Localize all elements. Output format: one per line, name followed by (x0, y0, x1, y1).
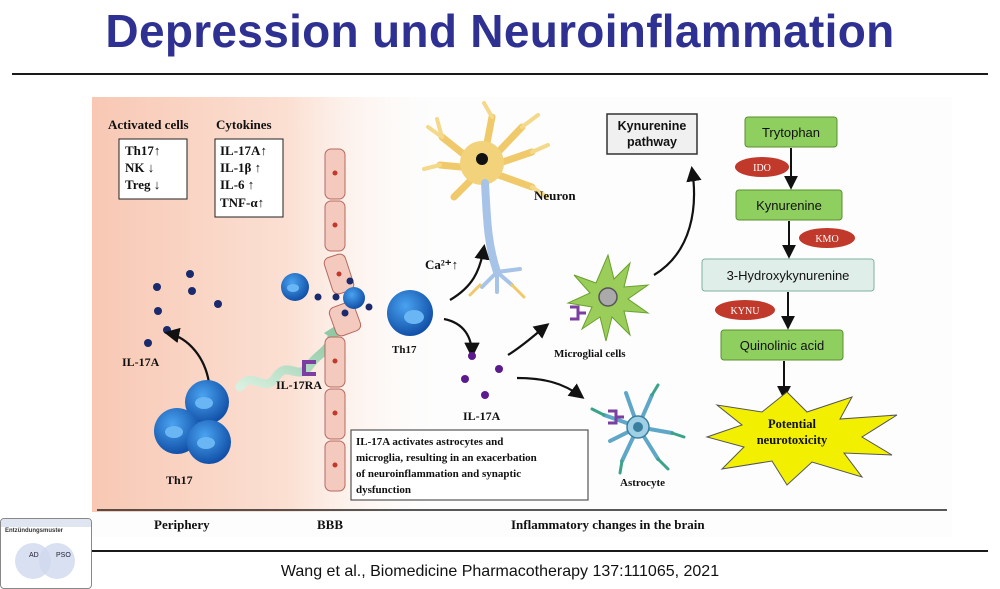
th17-mid-label: Th17 (392, 344, 417, 356)
thumbnail-right-label: PSO (56, 552, 71, 559)
cytokine-row: TNF-α↑ (220, 195, 264, 210)
pathway-step-3hk (701, 258, 875, 292)
thumbnail-left-label: AD (29, 552, 39, 559)
pathway-step-quinolinic (720, 329, 844, 361)
il17ra-label: IL-17RA (276, 378, 322, 392)
pathway-step-tryptophan (744, 116, 838, 148)
pathway-step-label: Kynurenine (756, 198, 822, 213)
astrocyte (590, 383, 686, 475)
astrocyte-label: Astrocyte (620, 477, 665, 489)
thumbnail-title: Entzündungsmuster (5, 528, 63, 534)
note-line: microglia, resulting in an exacerbation (356, 452, 537, 464)
microglia-label: Microglial cells (554, 348, 626, 360)
enzyme-ido (735, 157, 789, 177)
il17ra-receptor (302, 360, 316, 376)
slide-thumbnail[interactable]: Entzündungsmuster AD PSO (0, 518, 92, 589)
pathway-step-label: Quinolinic acid (740, 338, 825, 353)
note-line: of neuroinflammation and synaptic (356, 468, 521, 480)
migration-wave (235, 332, 337, 392)
microglial-cell (566, 253, 650, 342)
enzyme-kynu (715, 300, 775, 320)
thumbnail-venn: AD PSO (15, 543, 75, 579)
enzyme-label: IDO (753, 163, 771, 174)
neurotoxicity-label: Potential (768, 417, 816, 431)
th17-brain-nucleus (404, 310, 424, 324)
il17a-molecules-bbb (314, 277, 373, 317)
activated-cells-header: Activated cells (108, 117, 189, 132)
enzyme-label: KMO (815, 234, 838, 245)
activated-cells-box (118, 138, 188, 200)
pathway-step-label: Trytophan (762, 125, 820, 140)
cytokines-box (214, 138, 284, 218)
citation: Wang et al., Biomedicine Pharmacotherapy… (280, 563, 720, 580)
arrow-il17a-astrocyte (516, 376, 585, 399)
note-line: IL-17A activates astrocytes and (356, 436, 503, 448)
pathway-step-kynurenine (735, 189, 843, 221)
region-bbb: BBB (317, 517, 343, 532)
th17-left-label: Th17 (166, 473, 193, 487)
region-brain: Inflammatory changes in the brain (511, 517, 705, 532)
figure-canvas: Activated cells Cytokines Th17↑ NK ↓ Tre… (92, 97, 947, 532)
cytokine-row: IL-6 ↑ (220, 177, 254, 192)
pathway-arrows (777, 148, 798, 400)
bbb-nuclei (332, 170, 342, 468)
kynurenine-pathway-box (606, 113, 698, 155)
enzyme-label: KYNU (731, 306, 761, 317)
title-divider (12, 73, 988, 75)
kynurenine-pathway-label: pathway (627, 135, 677, 149)
activated-cell-row: Treg ↓ (125, 177, 160, 192)
neurotoxicity-burst (705, 391, 898, 486)
enzyme-kmo (799, 228, 855, 248)
il17a-mid-label: IL-17A (463, 409, 501, 423)
kynurenine-pathway-label: Kynurenine (618, 119, 687, 133)
th17-cells-left (154, 380, 231, 464)
slide-title: Depression und Neuroinflammation (105, 5, 895, 57)
il17a-molecules-mid (461, 352, 503, 399)
activated-cell-row: NK ↓ (125, 160, 154, 175)
neuron-label: Neuron (534, 188, 576, 203)
cytokine-row: IL-1β ↑ (220, 160, 261, 175)
arrow-microglia-kynurenine (653, 165, 702, 276)
citation-divider (12, 550, 988, 552)
calcium-label: Ca²⁺↑ (425, 257, 458, 272)
region-periphery: Periphery (154, 517, 210, 532)
neurotoxicity-label: neurotoxicity (757, 433, 828, 447)
thumbnail-header (1, 519, 91, 527)
il17a-left-label: IL-17A (122, 355, 160, 369)
pathway-step-label: 3-Hydroxykynurenine (727, 268, 850, 283)
arrow-il17a-microglia (507, 323, 550, 356)
figure-neuroinflammation: Activated cells Cytokines Th17↑ NK ↓ Tre… (92, 97, 952, 537)
th17-crossing-nucleus (287, 284, 299, 292)
arrow-th17-il17a (443, 317, 480, 359)
cytokines-header: Cytokines (216, 117, 272, 132)
arrow-th17-neuron (449, 243, 490, 301)
note-box (350, 429, 589, 501)
activated-cell-row: Th17↑ (125, 143, 160, 158)
note-line: dysfunction (356, 484, 411, 496)
neuron (422, 101, 550, 299)
cytokine-row: IL-17A↑ (220, 143, 267, 158)
th17-in-bbb (343, 287, 365, 309)
